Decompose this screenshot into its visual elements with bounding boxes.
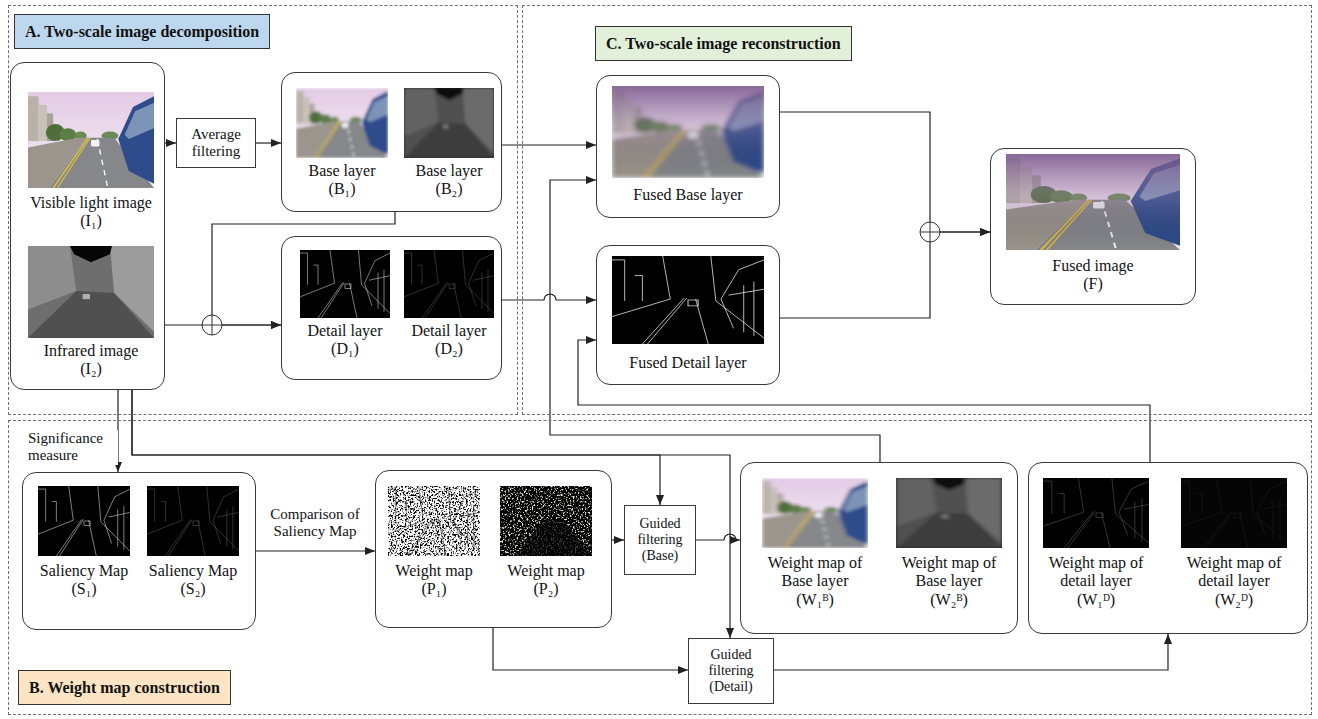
image-caption: Weight map of detail layer (W₁ᴰ) bbox=[1043, 554, 1149, 609]
base-layer-image bbox=[404, 88, 494, 158]
region-panel: C. Two-scale image reconstructionFused B… bbox=[522, 5, 1312, 415]
process-label: Guided filtering (Detail) bbox=[694, 647, 768, 695]
image-caption: Saliency Map (S₂) bbox=[143, 562, 243, 599]
process-box: Average filtering bbox=[176, 118, 256, 168]
image-caption: Weight map (P₂) bbox=[500, 562, 592, 599]
process-box: Guided filtering (Detail) bbox=[688, 638, 774, 704]
image-caption: Detail layer (D₂) bbox=[405, 322, 493, 359]
saliency-image bbox=[147, 486, 239, 556]
image-panel: Visible light image (I₁) Infrared image (… bbox=[10, 62, 165, 390]
image-caption: Infrared image (I₂) bbox=[36, 342, 146, 379]
image-caption: Visible light image (I₁) bbox=[24, 194, 159, 231]
base-layer-image bbox=[296, 88, 388, 158]
image-panel: Fused Detail layer bbox=[596, 245, 780, 385]
panel-title: C. Two-scale image reconstruction bbox=[595, 26, 852, 61]
arrow-connector bbox=[165, 142, 176, 143]
image-caption: Fused Detail layer bbox=[629, 354, 746, 372]
process-box: Guided filtering (Base) bbox=[624, 505, 696, 575]
arrow-connector bbox=[132, 390, 730, 638]
region-panel: B. Weight map construction Saliency Map (… bbox=[8, 420, 1312, 715]
image-caption: Fused Base layer bbox=[633, 186, 742, 204]
arrow-connector bbox=[780, 232, 990, 318]
arrow-connector bbox=[578, 340, 1150, 462]
arrow-connector bbox=[612, 539, 624, 540]
image-caption: Weight map of detail layer (W₂ᴰ) bbox=[1181, 554, 1287, 609]
detail-weight-image bbox=[1181, 478, 1287, 548]
image-caption: Detail layer (D₁) bbox=[301, 322, 389, 359]
image-caption: Saliency Map (S₁) bbox=[34, 562, 134, 599]
image-panel: Saliency Map (S₁)Saliency Map (S₂) bbox=[22, 472, 256, 630]
arrow-connector bbox=[774, 634, 1168, 670]
arrow-connector bbox=[502, 294, 596, 300]
arrow-connector bbox=[493, 628, 688, 670]
image-caption: Fused image (F) bbox=[1048, 257, 1138, 294]
sum-junction bbox=[920, 222, 940, 242]
image-panel: Weight map of detail layer (W₁ᴰ) Weight m… bbox=[1028, 462, 1308, 634]
fused-base-image bbox=[612, 86, 764, 178]
base-weight-image bbox=[762, 478, 868, 548]
weight-map-image bbox=[500, 486, 592, 556]
detail-layer-image bbox=[404, 250, 494, 318]
image-caption: Weight map of Base layer (W₁ᴮ) bbox=[762, 554, 868, 609]
detail-weight-image bbox=[1043, 478, 1149, 548]
edge-label: Comparison of Saliency Map bbox=[263, 506, 367, 541]
image-panel: Base layer (B₁) Base layer (B₂) bbox=[281, 72, 502, 212]
arrow-connector bbox=[256, 550, 375, 551]
detail-layer-image bbox=[300, 250, 390, 318]
arrow-connector bbox=[256, 142, 281, 143]
image-caption: Base layer (B₁) bbox=[300, 162, 384, 199]
image-caption: Weight map of Base layer (W₂ᴮ) bbox=[896, 554, 1002, 609]
sum-junction bbox=[202, 315, 222, 335]
arrow-connector bbox=[780, 112, 990, 232]
arrow-connector bbox=[132, 390, 660, 505]
image-panel: Fused image (F) bbox=[990, 148, 1196, 305]
base-weight-image bbox=[896, 478, 1002, 548]
fused-image bbox=[1006, 154, 1180, 250]
visible-image bbox=[28, 92, 154, 188]
edge-label: Significance measure bbox=[26, 430, 118, 465]
panel-title: B. Weight map construction bbox=[18, 670, 231, 705]
fused-detail-image bbox=[612, 256, 764, 344]
image-panel: Detail layer (D₁) Detail layer (D₂) bbox=[281, 236, 502, 380]
image-panel: Fused Base layer bbox=[596, 75, 780, 218]
arrow-connector bbox=[502, 144, 596, 145]
weight-map-image bbox=[388, 486, 480, 556]
image-panel: Weight map (P₁) Weight map (P₂) bbox=[375, 470, 612, 628]
image-panel: Weight map of Base layer (W₁ᴮ) Weight map… bbox=[740, 462, 1018, 634]
infrared-image bbox=[28, 246, 154, 338]
panel-title: A. Two-scale image decomposition bbox=[14, 14, 270, 49]
arrow-connector bbox=[212, 212, 395, 325]
image-caption: Base layer (B₂) bbox=[407, 162, 491, 199]
arrow-connector bbox=[696, 534, 740, 540]
region-panel: A. Two-scale image decompositionVisible … bbox=[8, 5, 518, 415]
process-label: Average filtering bbox=[182, 126, 250, 161]
saliency-image bbox=[38, 486, 130, 556]
image-caption: Weight map (P₁) bbox=[388, 562, 480, 599]
arrow-connector bbox=[550, 180, 880, 462]
process-label: Guided filtering (Base) bbox=[630, 516, 690, 564]
